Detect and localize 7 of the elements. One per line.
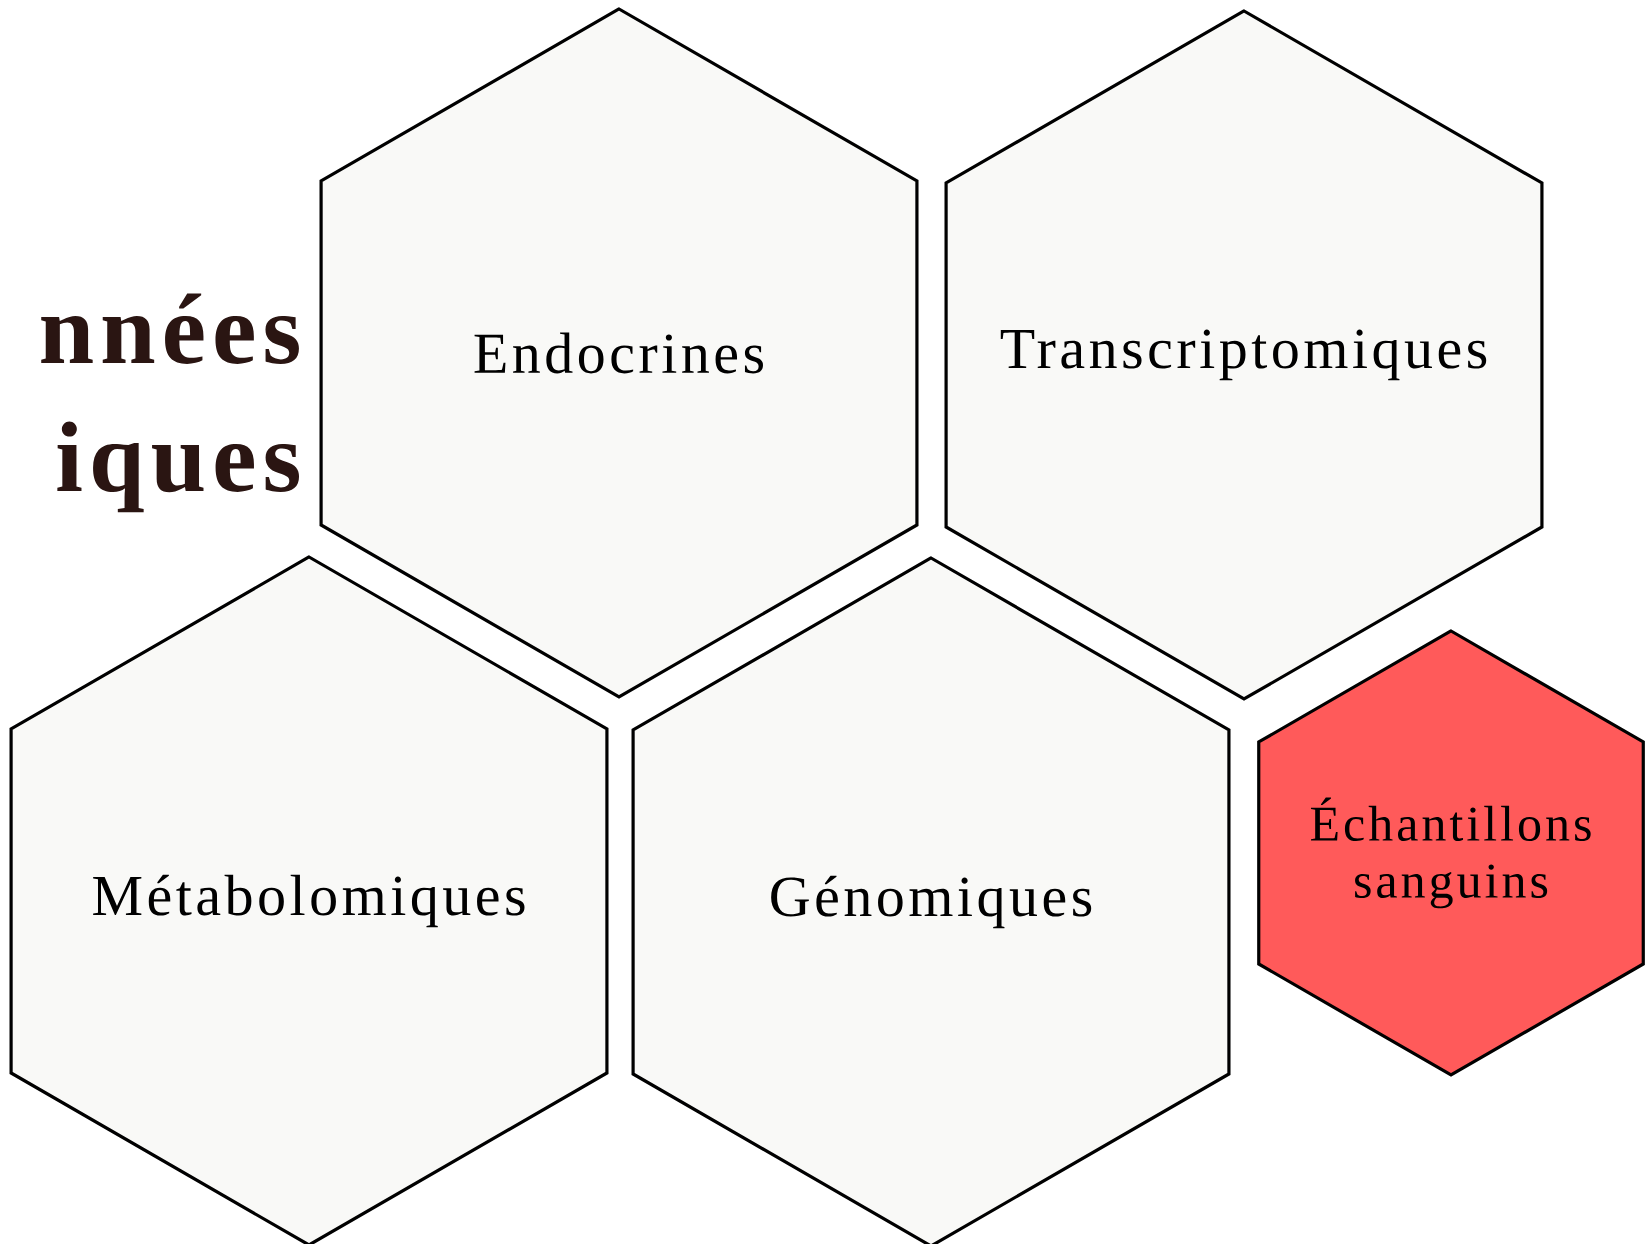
title: nnées iques bbox=[41, 293, 300, 513]
hexagon: Métabolomiques bbox=[9, 555, 609, 1244]
hexagon: Échantillons sanguins bbox=[1257, 629, 1645, 1077]
hexagon: Transcriptomiques bbox=[944, 9, 1544, 701]
hexagon: Endocrines bbox=[319, 7, 919, 699]
hexagon: Génomiques bbox=[631, 556, 1231, 1244]
node-label: Génomiques bbox=[771, 875, 1092, 929]
